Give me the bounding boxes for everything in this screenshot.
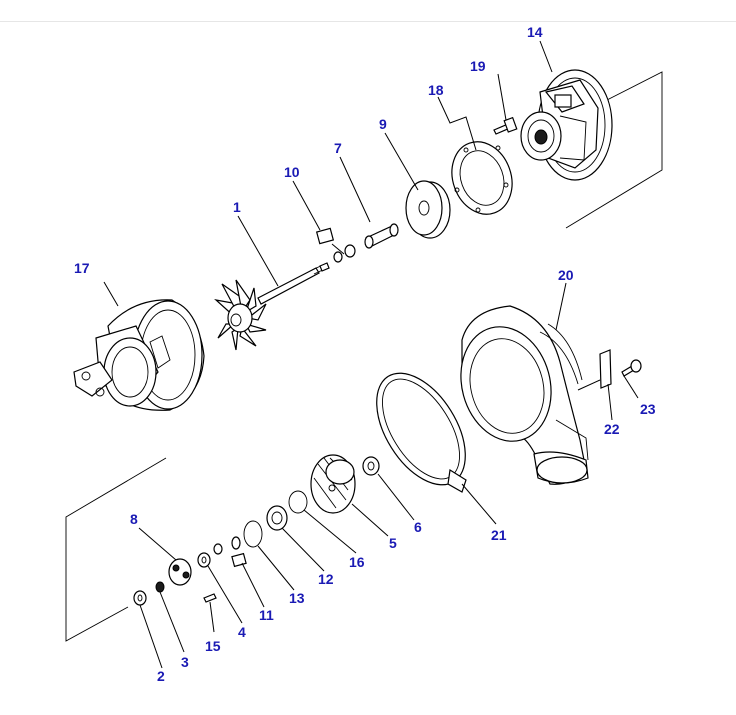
callout-19: 19 xyxy=(470,58,486,74)
callout-5: 5 xyxy=(389,535,397,551)
part-4-thrust-ring xyxy=(197,543,223,568)
part-11-washer xyxy=(231,536,247,568)
callout-11: 11 xyxy=(259,607,274,623)
callout-4: 4 xyxy=(238,624,246,640)
callout-15: 15 xyxy=(205,638,221,654)
part-23-bolt xyxy=(621,359,642,377)
part-16-snap-ring xyxy=(288,490,308,514)
leader-lines xyxy=(103,40,639,669)
callout-20: 20 xyxy=(558,267,574,283)
part-21-clamp xyxy=(376,372,467,493)
callout-17: 17 xyxy=(74,260,90,276)
part-15-pin xyxy=(203,593,217,603)
callout-16: 16 xyxy=(349,554,365,570)
callout-6: 6 xyxy=(414,519,422,535)
callout-7: 7 xyxy=(334,140,342,156)
callout-23: 23 xyxy=(640,401,656,417)
part-5-compressor-wheel xyxy=(310,454,356,514)
top-border xyxy=(0,21,736,22)
part-13-o-ring xyxy=(243,520,263,548)
callout-3: 3 xyxy=(181,654,189,670)
part-17-housing xyxy=(73,299,205,411)
part-1-turbine-shaft xyxy=(214,262,330,351)
callout-14: 14 xyxy=(527,24,543,40)
part-14-housing xyxy=(520,69,613,181)
callout-2: 2 xyxy=(157,668,165,684)
part-12-bearing xyxy=(266,505,288,531)
callout-13: 13 xyxy=(289,590,305,606)
part-20-cover xyxy=(460,305,589,485)
callout-22: 22 xyxy=(604,421,620,437)
part-18-gasket xyxy=(451,141,513,215)
callout-8: 8 xyxy=(130,511,138,527)
callout-10: 10 xyxy=(284,164,300,180)
part-8-thrust-bearing xyxy=(168,558,192,586)
part-10-seal-rings xyxy=(315,227,356,263)
part-22-bracket xyxy=(599,349,612,389)
part-6-nut xyxy=(362,456,380,476)
part-19-bolt xyxy=(493,116,518,135)
callout-labels: 14 19 18 9 7 10 1 17 20 23 22 21 6 5 16 … xyxy=(74,24,656,684)
part-3-ring xyxy=(155,581,165,593)
center-axis-lines xyxy=(65,71,663,642)
part-2-washer xyxy=(133,590,147,606)
callout-9: 9 xyxy=(379,116,387,132)
callout-1: 1 xyxy=(233,199,241,215)
callout-12: 12 xyxy=(318,571,334,587)
part-7-sleeve xyxy=(364,223,399,249)
part-9-disc xyxy=(405,180,451,239)
callout-21: 21 xyxy=(491,527,507,543)
callout-18: 18 xyxy=(428,82,444,98)
